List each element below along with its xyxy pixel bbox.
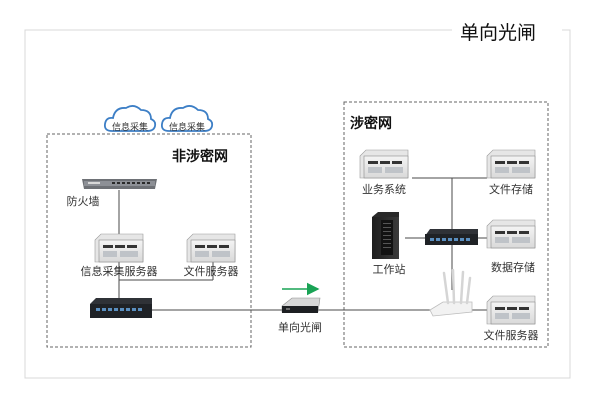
server-icon xyxy=(94,233,144,263)
file-storage-label: 文件存储 xyxy=(489,183,533,196)
zone-border-non-classified xyxy=(46,133,252,348)
optical-gateway-icon xyxy=(281,297,321,313)
server-icon xyxy=(359,149,409,179)
file-server-right-label: 文件服务器 xyxy=(483,329,539,342)
firewall-icon xyxy=(82,179,157,189)
cloud-icon xyxy=(160,105,214,132)
workstation-label: 工作站 xyxy=(372,263,406,276)
workstation-tower-icon xyxy=(372,212,399,259)
cloud-icon xyxy=(103,105,157,132)
wireless-router-icon xyxy=(429,268,473,317)
cloud-label: 信息采集 xyxy=(168,123,206,133)
outer-frame xyxy=(24,29,571,379)
firewall-label: 防火墙 xyxy=(66,195,100,208)
collection-server-label: 信息采集服务器 xyxy=(80,265,158,278)
server-icon xyxy=(486,295,536,325)
business-system-label: 业务系统 xyxy=(362,183,406,196)
zone-label-classified: 涉密网 xyxy=(350,116,392,132)
server-icon xyxy=(486,149,536,179)
server-icon xyxy=(186,233,236,263)
zone-border-classified xyxy=(343,101,549,348)
server-icon xyxy=(486,219,536,249)
switch-icon xyxy=(90,298,152,318)
cloud-label: 信息采集 xyxy=(111,123,149,133)
file-server-left-label: 文件服务器 xyxy=(183,265,239,278)
gateway-label: 单向光闸 xyxy=(278,321,322,334)
data-storage-label: 数据存储 xyxy=(491,261,535,274)
switch-icon xyxy=(425,229,478,245)
diagram-title: 单向光闸 xyxy=(452,18,545,45)
zone-label-non-classified: 非涉密网 xyxy=(172,149,228,165)
